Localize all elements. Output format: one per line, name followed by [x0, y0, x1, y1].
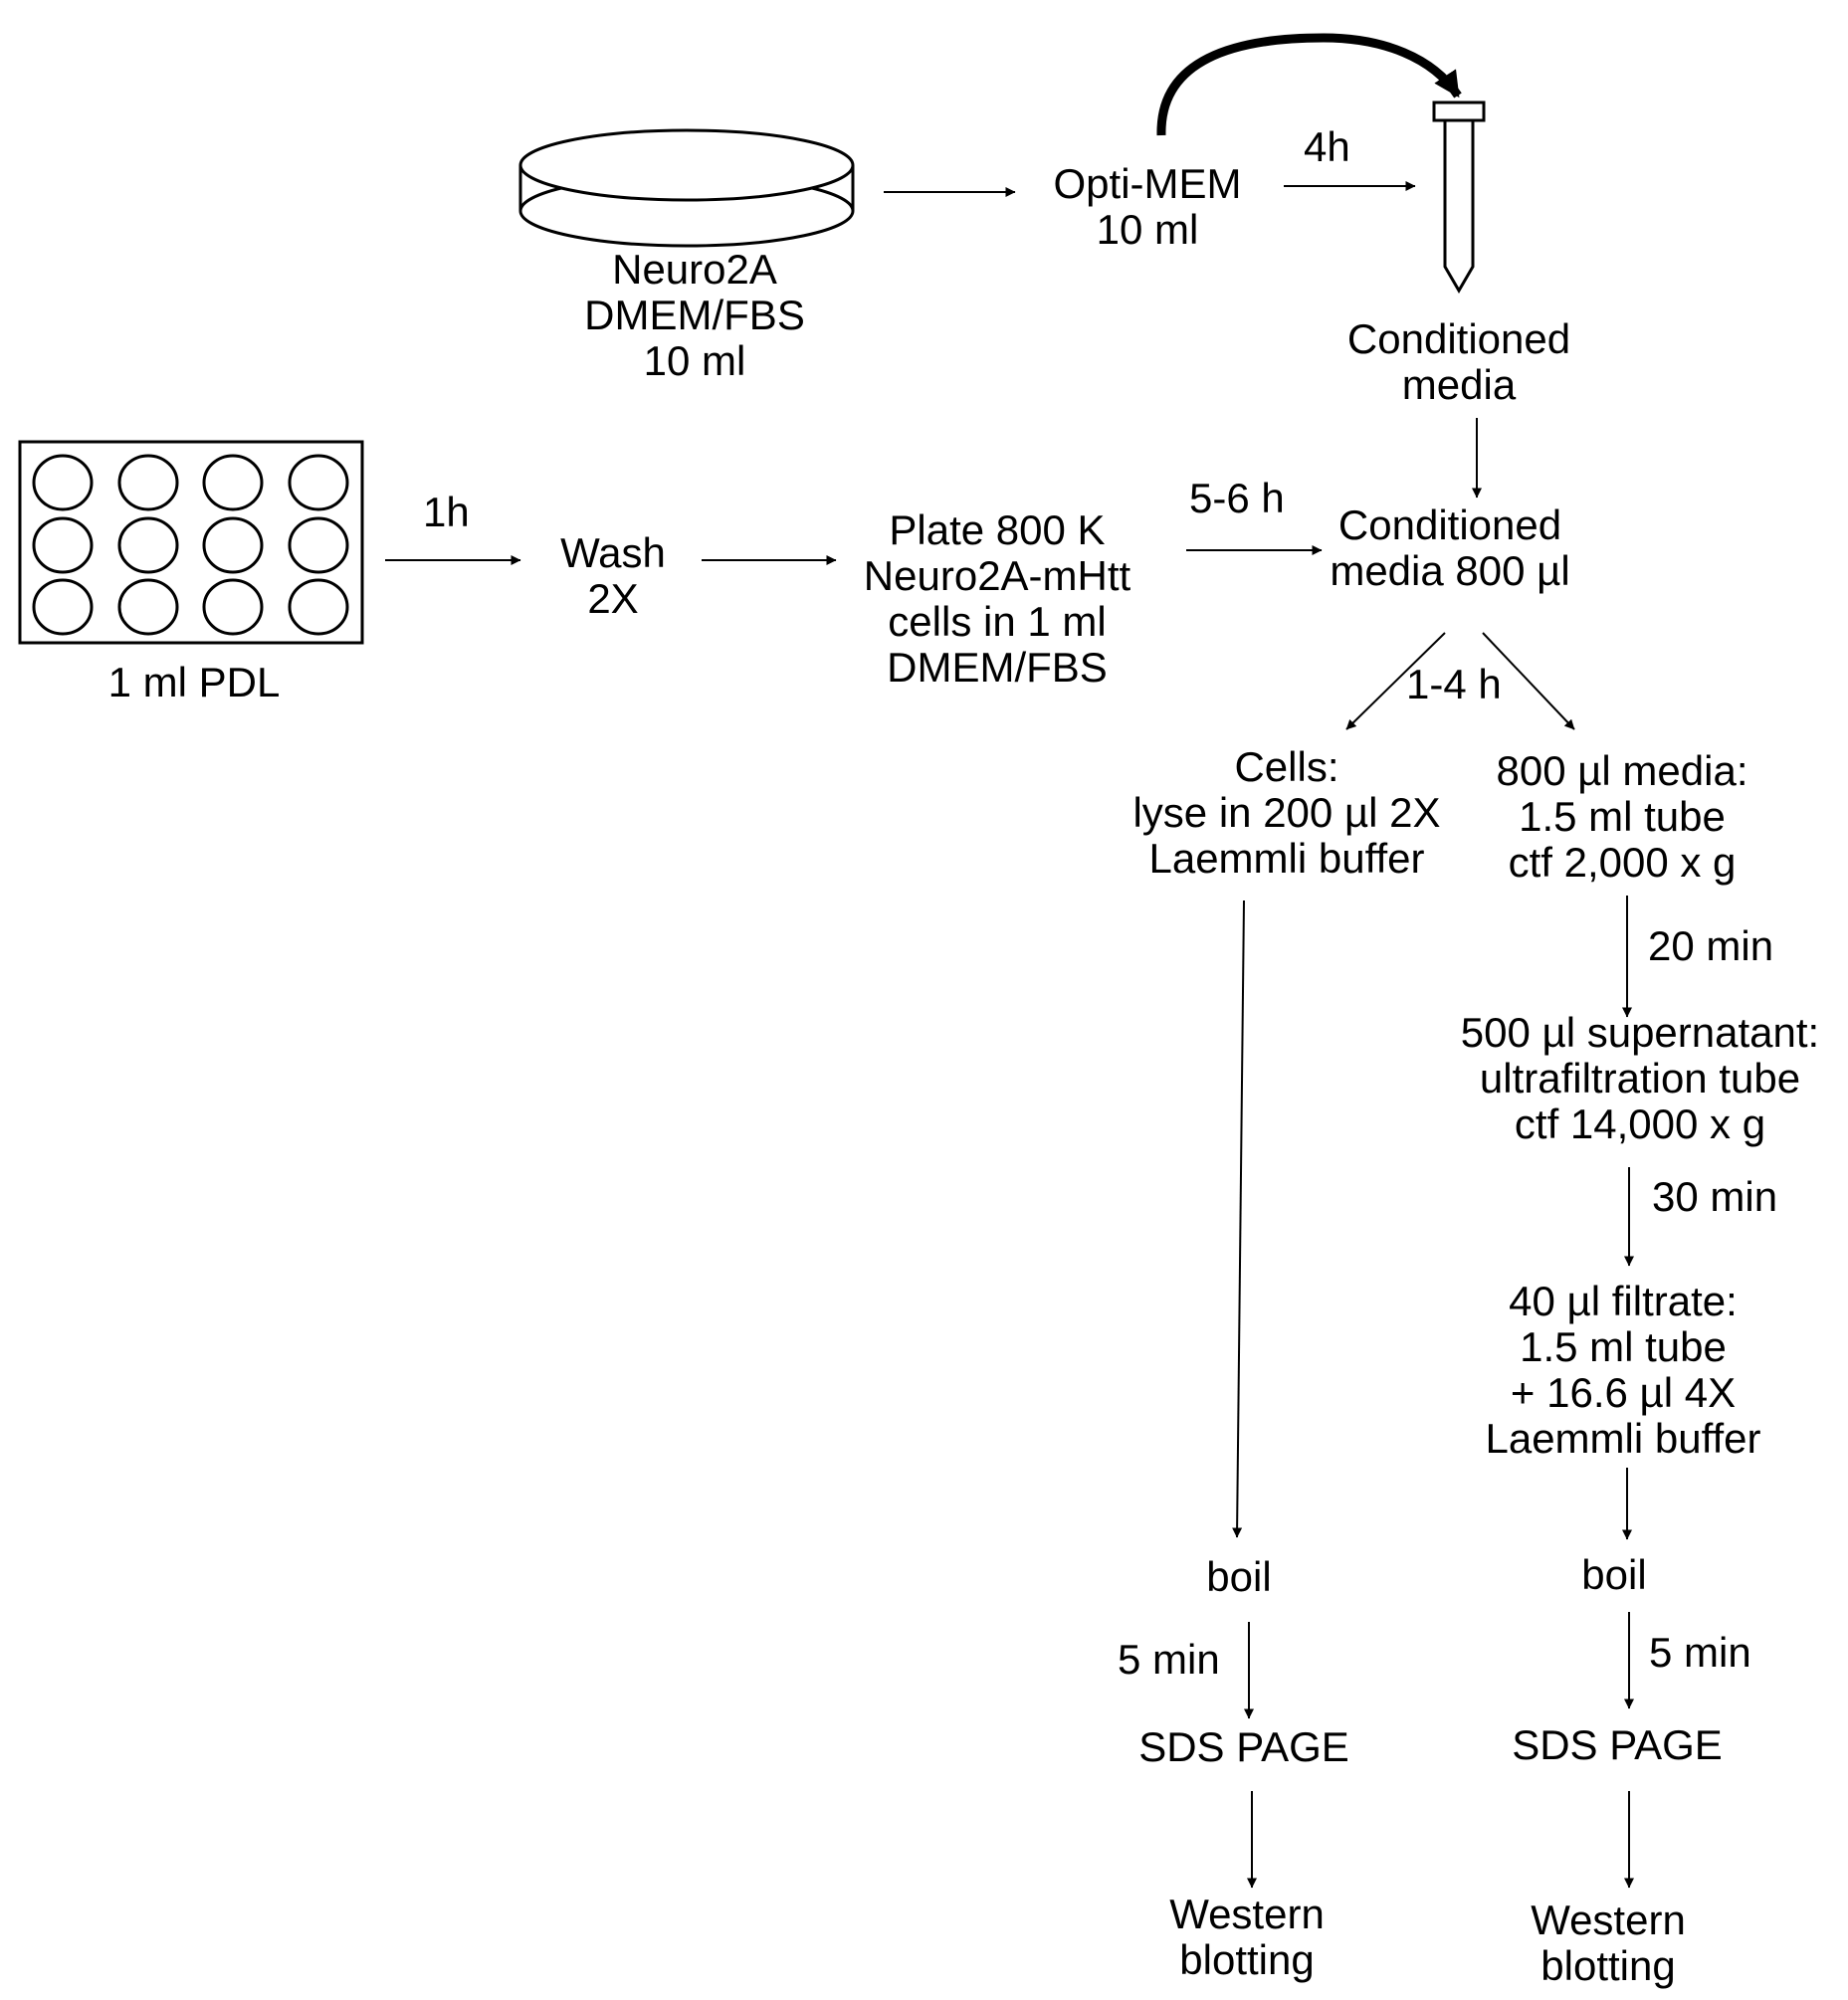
label-line: Conditioned: [1346, 315, 1571, 362]
label-neuro2a-culture: Neuro2A DMEM/FBS 10 ml: [584, 247, 805, 384]
label-line: Laemmli buffer: [1148, 835, 1425, 882]
label-line: 1.5 ml tube: [1519, 793, 1726, 840]
label-line: Conditioned: [1337, 501, 1562, 548]
label-line: SDS PAGE: [1512, 1721, 1723, 1768]
label-line: 40 µl filtrate:: [1509, 1278, 1738, 1324]
label-line: boil: [1581, 1551, 1647, 1598]
label-line: 500 µl supernatant:: [1460, 1009, 1820, 1056]
label-line: 10 ml: [1096, 206, 1199, 253]
label-line: Laemmli buffer: [1485, 1415, 1761, 1462]
label-line: 10 ml: [643, 337, 746, 384]
label-line: Western: [1531, 1897, 1686, 1943]
label-line: + 16.6 µl 4X: [1510, 1369, 1737, 1416]
label-cells-lyse: Cells: lyse in 200 µl 2X Laemmli buffer: [1132, 744, 1440, 882]
label-line: blotting: [1540, 1942, 1676, 1989]
time-label-20min: 20 min: [1648, 922, 1774, 969]
label-line: lyse in 200 µl 2X: [1132, 789, 1441, 836]
time-label-5-6h: 5-6 h: [1189, 475, 1285, 521]
time-label-1h: 1h: [423, 489, 470, 535]
label-boil-left: boil: [1206, 1554, 1271, 1600]
label-pdl-plate: 1 ml PDL: [108, 660, 281, 705]
arrow-cells-to-boil: [1232, 900, 1245, 1538]
time-label-1-4h: 1-4 h: [1406, 661, 1502, 707]
time-label-4h: 4h: [1304, 123, 1350, 170]
label-optimem: Opti-MEM 10 ml: [1054, 161, 1242, 253]
label-line: ctf 14,000 x g: [1514, 1100, 1766, 1147]
label-line: Opti-MEM: [1053, 160, 1242, 207]
arrow-split-to-media: [1482, 632, 1575, 730]
label-supernatant: 500 µl supernatant: ultrafiltration tube…: [1461, 1010, 1819, 1147]
label-line: Western: [1169, 1891, 1325, 1937]
label-conditioned-media-800: Conditioned media 800 µl: [1330, 502, 1569, 594]
label-line: 1 ml PDL: [107, 659, 281, 705]
label-line: media: [1401, 361, 1517, 408]
time-label-5min-right: 5 min: [1649, 1629, 1751, 1676]
label-line: DMEM/FBS: [887, 644, 1108, 691]
label-seed-cells: Plate 800 K Neuro2A-mHtt cells in 1 ml D…: [864, 507, 1130, 691]
label-sds-page-left: SDS PAGE: [1138, 1724, 1349, 1770]
label-line: 1.5 ml tube: [1520, 1323, 1727, 1370]
time-label-30min: 30 min: [1652, 1173, 1778, 1220]
label-line: Neuro2A-mHtt: [863, 552, 1131, 599]
curved-arrow-icon: [1156, 33, 1462, 136]
label-line: SDS PAGE: [1138, 1723, 1349, 1770]
label-sds-page-right: SDS PAGE: [1512, 1722, 1723, 1768]
label-line: boil: [1206, 1553, 1272, 1600]
label-line: Neuro2A: [612, 246, 777, 293]
label-conditioned-media: Conditioned media: [1347, 316, 1570, 408]
label-line: ctf 2,000 x g: [1508, 839, 1737, 886]
label-line: cells in 1 ml: [888, 598, 1107, 645]
label-line: media 800 µl: [1330, 547, 1570, 594]
label-line: Plate 800 K: [889, 506, 1106, 553]
label-line: DMEM/FBS: [584, 292, 805, 338]
label-filtrate: 40 µl filtrate: 1.5 ml tube + 16.6 µl 4X…: [1485, 1279, 1760, 1462]
label-line: ultrafiltration tube: [1479, 1055, 1801, 1101]
time-label-5min-left: 5 min: [1118, 1636, 1220, 1683]
label-wash: Wash 2X: [560, 530, 666, 622]
label-line: 800 µl media:: [1496, 747, 1748, 794]
conical-tube-icon: [1432, 100, 1486, 294]
arrow-split-to-cells: [1345, 632, 1446, 730]
label-western-blotting-right: Western blotting: [1531, 1898, 1686, 1989]
twelve-well-plate-icon: [18, 440, 364, 645]
label-line: blotting: [1179, 1936, 1315, 1983]
label-line: 2X: [587, 575, 639, 622]
label-western-blotting-left: Western blotting: [1169, 1892, 1325, 1983]
label-line: Cells:: [1234, 743, 1339, 790]
label-boil-right: boil: [1581, 1552, 1646, 1598]
petri-dish-icon: [518, 128, 855, 248]
label-line: Wash: [560, 529, 666, 576]
label-media-800: 800 µl media: 1.5 ml tube ctf 2,000 x g: [1496, 748, 1747, 886]
